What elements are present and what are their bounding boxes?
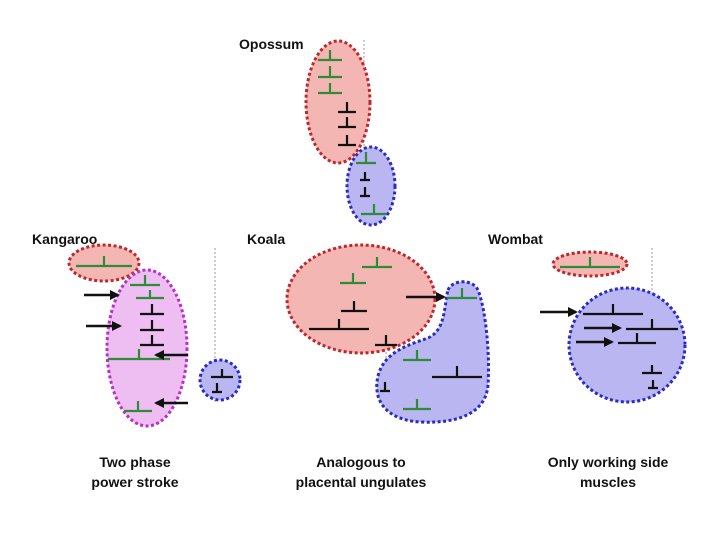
wombat-caption-line-2: muscles — [580, 474, 636, 490]
koala-black-mark-4 — [432, 366, 482, 379]
opossum-green-mark-1 — [318, 50, 342, 62]
kangaroo-black-mark-1 — [140, 304, 164, 316]
koala-green-mark-2 — [340, 273, 366, 285]
koala-balancing-ellipse — [285, 243, 437, 355]
kangaroo-black-mark-3 — [140, 335, 164, 347]
wombat-black-mark-2 — [626, 319, 678, 331]
wombat-black-mark-3 — [618, 333, 656, 345]
opossum-black-mark-4 — [360, 172, 370, 182]
kangaroo-working-ellipse — [198, 358, 242, 402]
koala-green-mark-4 — [403, 350, 431, 362]
opossum-green-mark-3 — [318, 83, 342, 95]
kangaroo-group: Kangaroo — [32, 231, 242, 428]
koala-group: Koala — [247, 231, 490, 424]
koala-caption-line-2: placental ungulates — [296, 474, 427, 490]
wombat-black-mark-4 — [642, 365, 662, 375]
opossum-green-mark-5 — [361, 204, 387, 216]
koala-label: Koala — [247, 231, 285, 247]
kangaroo-green-mark-3 — [136, 290, 164, 300]
wombat-label: Wombat — [488, 231, 543, 247]
wombat-caption-line-1: Only working side — [548, 454, 669, 470]
opossum-black-mark-5 — [360, 187, 370, 198]
koala-green-mark-3 — [447, 288, 477, 300]
kangaroo-green-mark-5 — [124, 401, 152, 413]
wombat-green-mark-1 — [560, 257, 620, 269]
kangaroo-green-mark-1 — [76, 256, 132, 268]
opossum-working-ellipse — [345, 145, 397, 227]
koala-black-mark-2 — [309, 319, 369, 331]
opossum-black-mark-1 — [338, 102, 356, 114]
koala-green-mark-1 — [362, 257, 392, 269]
kangaroo-green-mark-2 — [130, 275, 160, 287]
kangaroo-two-phase-ellipse — [105, 268, 189, 428]
opossum-black-mark-3 — [338, 135, 356, 147]
kangaroo-caption-line-2: power stroke — [91, 474, 178, 490]
opossum-green-mark-2 — [318, 66, 342, 79]
wombat-working-ellipse — [567, 286, 687, 404]
koala-black-mark-1 — [341, 301, 367, 313]
koala-green-mark-5 — [403, 399, 431, 411]
opossum-label: Opossum — [239, 36, 304, 52]
opossum-black-mark-2 — [338, 117, 356, 129]
koala-working-region — [375, 280, 490, 424]
wombat-group: Wombat — [488, 231, 687, 404]
wombat-black-mark-5 — [648, 380, 658, 390]
kangaroo-black-mark-5 — [212, 383, 222, 394]
kangaroo-label: Kangaroo — [32, 231, 97, 247]
kangaroo-black-mark-4 — [211, 369, 233, 379]
wombat-black-mark-1 — [583, 304, 643, 316]
kangaroo-caption-line-1: Two phase — [99, 454, 171, 470]
koala-black-mark-5 — [380, 382, 390, 393]
koala-caption-line-1: Analogous to — [316, 454, 405, 470]
koala-black-mark-3 — [375, 335, 397, 347]
opossum-green-mark-4 — [356, 152, 376, 165]
kangaroo-black-mark-2 — [140, 320, 164, 332]
opossum-balancing-ellipse — [304, 39, 372, 165]
opossum-group: Opossum — [239, 36, 397, 227]
